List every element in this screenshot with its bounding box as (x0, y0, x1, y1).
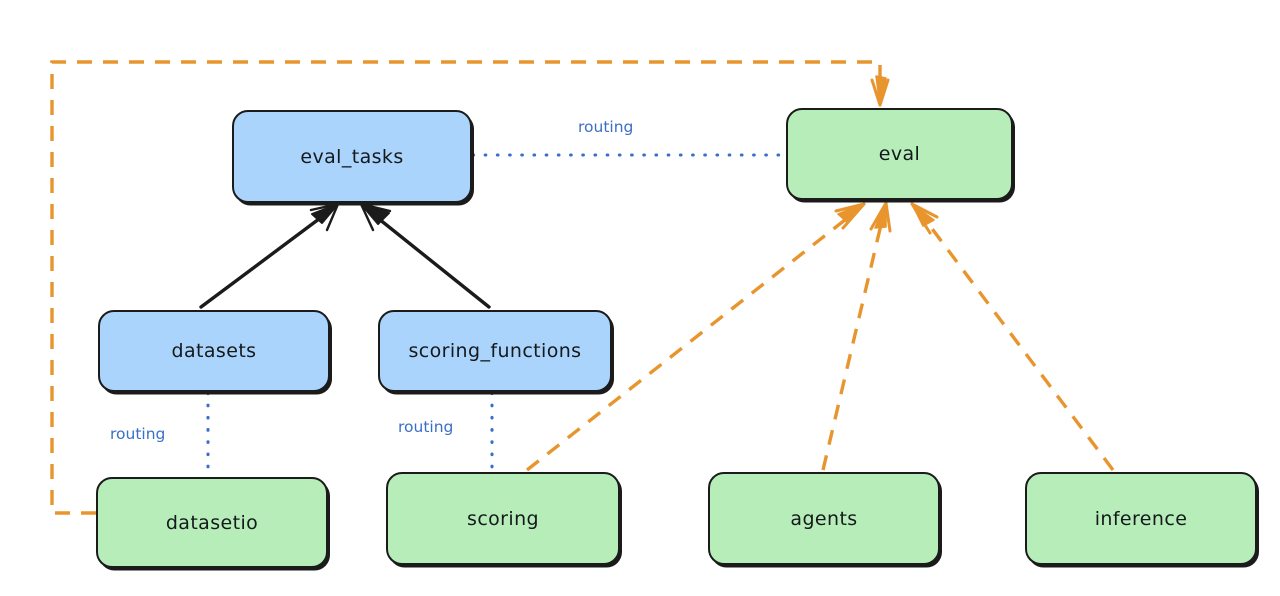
edge-label-routing-eval-tasks-eval: routing (578, 118, 634, 136)
node-agents[interactable]: agents (708, 472, 940, 565)
edge-inference-to-eval (910, 202, 1115, 472)
node-label-agents: agents (790, 507, 858, 530)
edge-scoring-to-eval (525, 202, 866, 472)
node-inference[interactable]: inference (1025, 472, 1257, 565)
node-label-datasets: datasets (171, 340, 257, 362)
edge-datasetio-to-eval (50, 60, 890, 515)
node-label-scoring-functions: scoring_functions (408, 340, 582, 362)
node-datasets[interactable]: datasets (98, 310, 330, 392)
node-scoring[interactable]: scoring (386, 472, 620, 565)
edge-scoring_functions-to-eval_tasks (359, 202, 491, 309)
node-label-scoring: scoring (467, 507, 539, 530)
edge-agents-to-eval (821, 201, 892, 471)
node-label-eval: eval (878, 143, 921, 165)
node-eval[interactable]: eval (786, 108, 1013, 200)
node-label-datasetio: datasetio (165, 511, 259, 534)
edge-label-routing-scoring-functions-scoring: routing (398, 418, 454, 436)
node-datasetio[interactable]: datasetio (96, 477, 328, 568)
node-label-eval-tasks: eval_tasks (300, 145, 404, 168)
edge-label-routing-datasets-datasetio: routing (110, 425, 166, 443)
node-label-inference: inference (1094, 507, 1188, 530)
node-scoring-functions[interactable]: scoring_functions (378, 310, 612, 392)
node-eval-tasks[interactable]: eval_tasks (232, 110, 472, 203)
edge-datasets-to-eval_tasks (199, 202, 340, 309)
